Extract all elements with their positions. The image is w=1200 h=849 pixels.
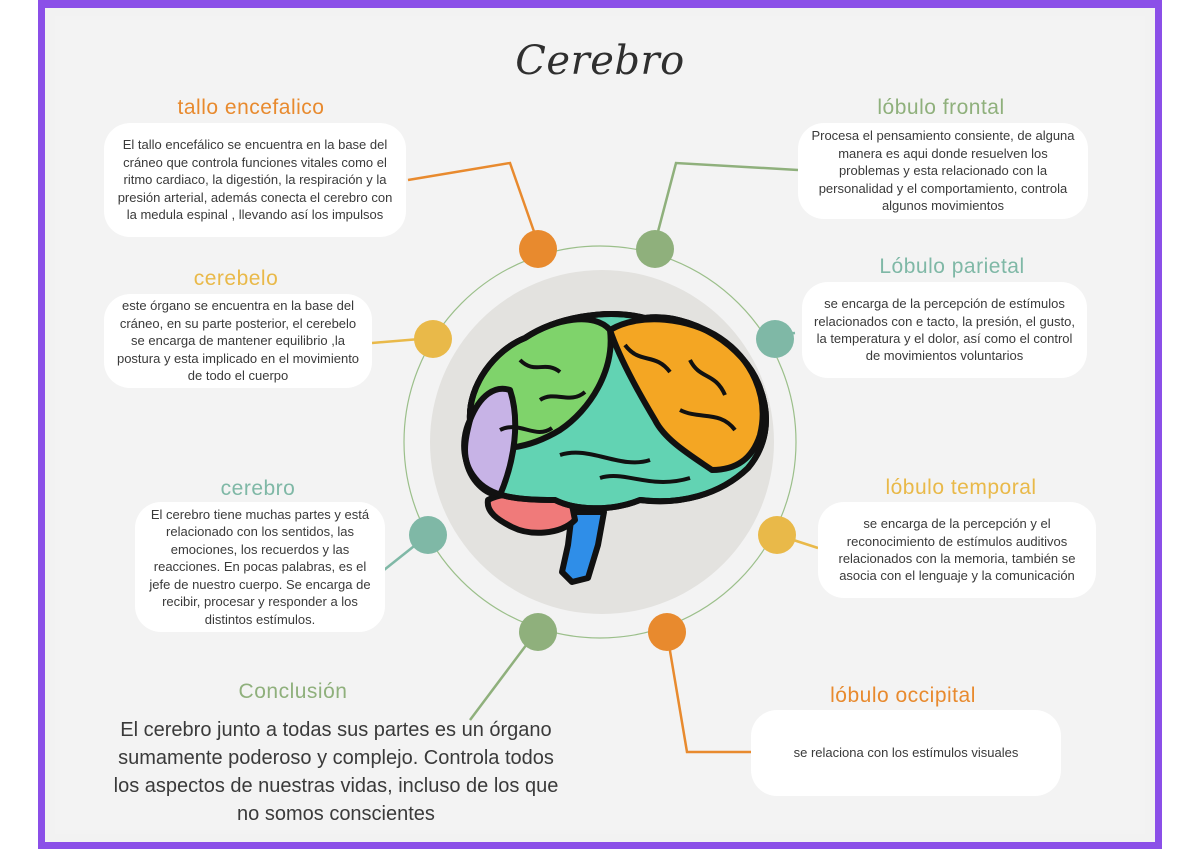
- page-title: Cerebro: [515, 38, 685, 84]
- heading-temporal: lóbulo temporal: [885, 476, 1037, 499]
- connector-occipital: [665, 632, 752, 754]
- card-cerebro: El cerebro tiene muchas partes y está re…: [135, 502, 385, 632]
- node-tallo: [519, 230, 557, 268]
- heading-frontal: lóbulo frontal: [877, 96, 1005, 119]
- connector-tallo: [407, 161, 540, 244]
- brain-illustration: [461, 311, 769, 585]
- orbit-ring: [403, 245, 797, 639]
- node-frontal: [636, 230, 674, 268]
- heading-parietal: Lóbulo parietal: [879, 255, 1025, 278]
- conclusion-text: El cerebro junto a todas sus partes es u…: [113, 719, 559, 825]
- node-occipital: [648, 613, 686, 651]
- card-parietal: se encarga de la percepción de estímulos…: [802, 282, 1087, 378]
- brain-stem-region: [559, 509, 607, 585]
- node-conclusion: [519, 613, 557, 651]
- heading-tallo: tallo encefalico: [177, 96, 325, 119]
- node-cerebelo: [414, 320, 452, 358]
- node-temporal: [758, 516, 796, 554]
- heading-cerebro: cerebro: [220, 477, 296, 500]
- heading-occipital: lóbulo occipital: [830, 684, 976, 707]
- heading-conclusion: Conclusión: [238, 680, 348, 703]
- node-cerebro: [409, 516, 447, 554]
- node-parietal: [756, 320, 794, 358]
- card-temporal: se encarga de la percepción y el reconoc…: [818, 502, 1096, 598]
- card-occipital: se relaciona con los estímulos visuales: [751, 710, 1061, 796]
- card-tallo: El tallo encefálico se encuentra en la b…: [104, 123, 406, 237]
- connector-frontal: [653, 161, 799, 244]
- card-frontal: Procesa el pensamiento consiente, de alg…: [798, 123, 1088, 219]
- card-cerebelo: este órgano se encuentra en la base del …: [104, 294, 372, 388]
- heading-cerebelo: cerebelo: [193, 267, 279, 290]
- connector-conclusion: [469, 631, 537, 721]
